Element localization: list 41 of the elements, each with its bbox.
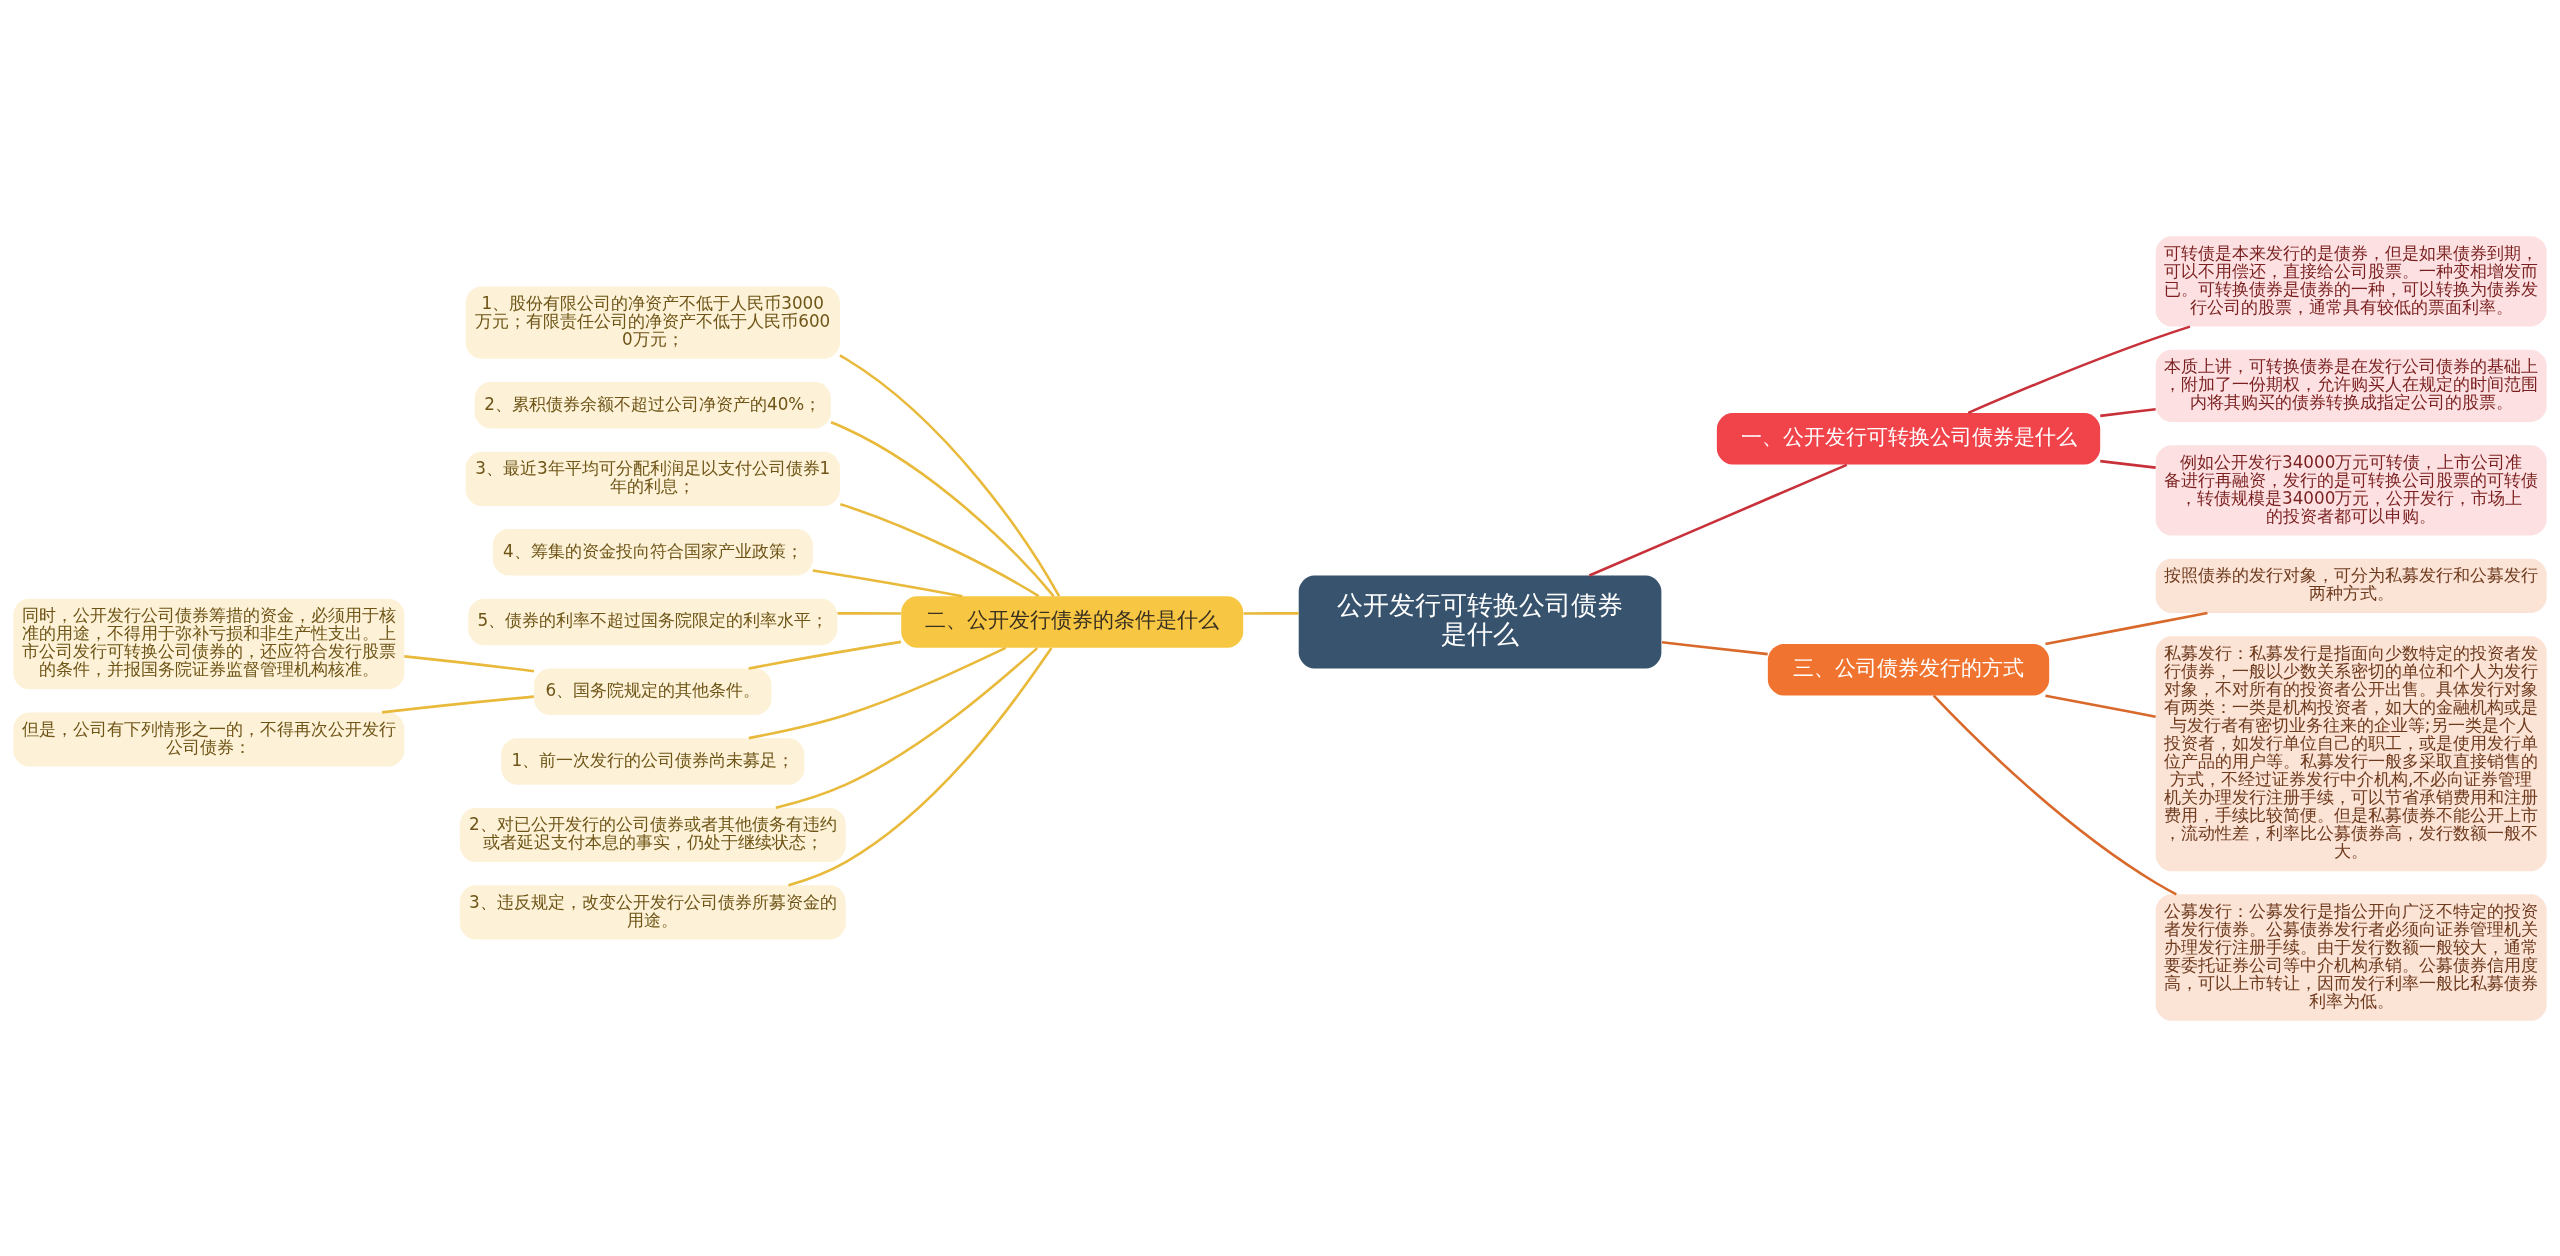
connector bbox=[748, 646, 1007, 739]
node-box: 例如公开发行34000万元可转债，上市公司准备进行再融资，发行的是可转换公司股票的可转债，转债规模是34000万元，公开发行，市场上的投资者都可以申购。 bbox=[2155, 444, 2547, 536]
node-box: 同时，公开发行公司债券筹措的资金，必须用于核准的用途，不得用于弥补亏损和非生产性支出。上市公司发行可转换公司债券的，还应符合发行股票的条件，并报国务院证券监督管理机构核准。 bbox=[13, 598, 405, 689]
connector bbox=[1588, 463, 1848, 577]
node-box: 二、公开发行债券的条件是什么 bbox=[901, 595, 1244, 648]
connector bbox=[839, 502, 1040, 597]
node-box: 公募发行：公募发行是指公开向广泛不特定的投资者发行债券。公募债券发行者必须向证券管理机关办理发行注册手续。由于发行数额一般较大，通常要委托证券公司等中介机构承销。公募债券信用度高，可以上市转让，因而发行利率一般比私募债券利率为低。 bbox=[2155, 893, 2547, 1021]
connector bbox=[1661, 640, 1768, 655]
node-box: 一、公开发行可转换公司债券是什么 bbox=[1716, 412, 2101, 465]
node-box: 2、累积债券余额不超过公司净资产的40%； bbox=[474, 381, 831, 428]
connector bbox=[2045, 611, 2208, 645]
connector bbox=[788, 646, 1053, 887]
connector bbox=[2100, 407, 2156, 417]
node-box: 私募发行：私募发行是指面向少数特定的投资者发行债券，一般以少数关系密切的单位和个人为发行对象，不对所有的投资者公开出售。具体发行对象有两类：一类是机构投资者，如大的金融机构或是与发行者有密切业务往来的企业等;另一类是个人投资者，如发行单位自己的职工，或是使用发行单位产品的用户等。私募发行一般多采取直接销售的方式，不经过证券发行中介机构,不必向证券管理机关办理发行注册手续，可以节省承销费用和注册费用，手续比较简便。但是私募债券不能公开上市，流动性差，利率比公募债券高，发行数额一般不大。 bbox=[2155, 635, 2547, 871]
connector bbox=[2045, 693, 2156, 718]
node-box: 3、违反规定，改变公开发行公司债券所募资金的用途。 bbox=[459, 884, 846, 940]
connector bbox=[775, 646, 1039, 809]
node-box: 但是，公司有下列情形之一的，不得再次公开发行公司债券： bbox=[13, 711, 405, 767]
connector bbox=[837, 611, 901, 615]
connector bbox=[1243, 611, 1299, 615]
node-box: 5、债券的利率不超过国务院限定的利率水平； bbox=[468, 598, 838, 645]
connector bbox=[381, 694, 534, 714]
node-box: 2、对已公开发行的公司债券或者其他债务有违约或者延迟支付本息的事实，仍处于继续状态； bbox=[459, 807, 846, 862]
node-box: 三、公司债券发行的方式 bbox=[1767, 643, 2050, 696]
node-box: 3、最近3年平均可分配利润足以支付公司债券1年的利息； bbox=[465, 451, 840, 506]
node-box: 按照债券的发行对象，可分为私募发行和公募发行两种方式。 bbox=[2155, 558, 2547, 613]
node-box: 可转债是本来发行的是债券，但是如果债券到期，可以不用偿还，直接给公司股票。一种变相增发而已。可转换债券是债券的一种，可以转换为债券发行公司的股票，通常具有较低的票面利率。 bbox=[2155, 235, 2547, 326]
connector bbox=[812, 568, 963, 597]
node-box: 4、筹集的资金投向符合国家产业政策； bbox=[492, 528, 813, 576]
connector bbox=[1967, 324, 2191, 414]
connector bbox=[839, 353, 1061, 597]
node-box: 6、国务院规定的其他条件。 bbox=[534, 668, 772, 715]
node-box: 公开发行可转换公司债券是什么 bbox=[1298, 575, 1662, 668]
node-box: 1、股份有限公司的净资产不低于人民币3000万元；有限责任公司的净资产不低于人民币6000万元； bbox=[465, 286, 840, 359]
connector bbox=[404, 654, 535, 672]
connector bbox=[1932, 694, 2177, 895]
connector bbox=[748, 640, 902, 670]
connector bbox=[2100, 459, 2156, 469]
node-box: 1、前一次发行的公司债券尚未募足； bbox=[501, 737, 805, 785]
node-box: 本质上讲，可转换债券是在发行公司债券的基础上，附加了一份期权，允许购买人在规定的时间范围内将其购买的债券转换成指定公司的股票。 bbox=[2155, 349, 2547, 422]
connector bbox=[830, 420, 1055, 597]
